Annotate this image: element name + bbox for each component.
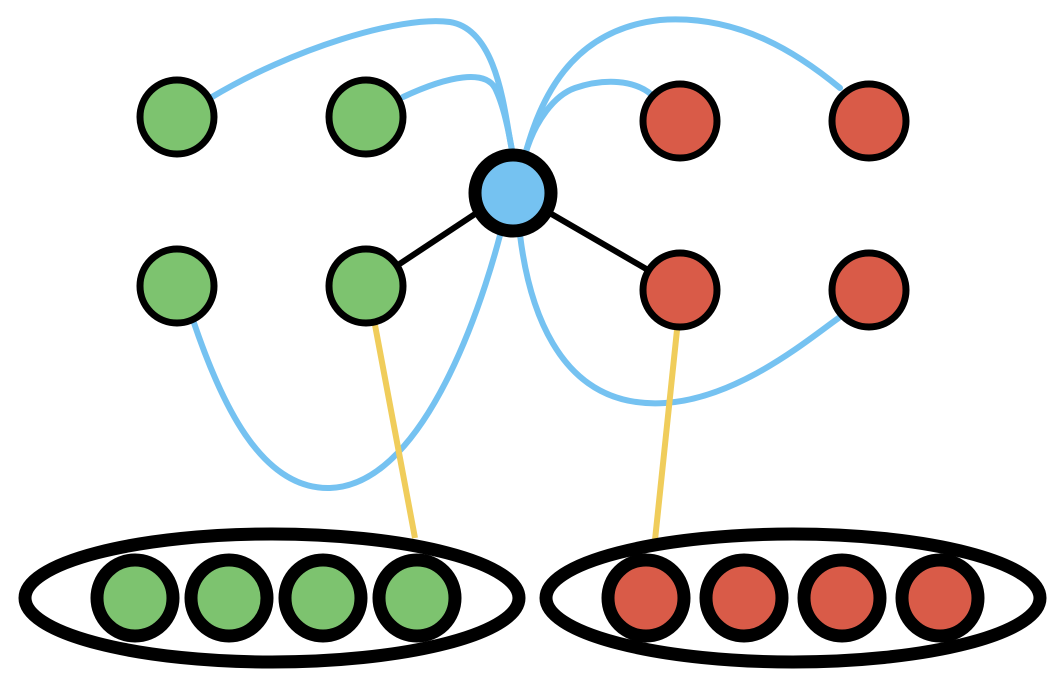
yellow-edge-r3-cluster [652, 329, 680, 541]
red-node-bottom-right [828, 249, 910, 331]
green-node-bottom-left [136, 245, 218, 327]
red-node-bottom-left [639, 249, 721, 331]
black-edge-hub-g4 [396, 209, 480, 268]
red-cluster-node-1 [601, 553, 691, 643]
blue-edge-hub-r4 [515, 212, 843, 407]
green-node-top-left [136, 76, 218, 158]
red-cluster-node-3 [797, 553, 887, 643]
blue-edge-hub-g2 [400, 74, 515, 153]
blue-edge-hub-r1 [522, 78, 655, 158]
red-cluster-node-2 [699, 553, 789, 643]
green-node-top-right [325, 76, 407, 158]
yellow-edge-g4-cluster [372, 324, 418, 539]
green-node-bottom-right [325, 245, 407, 327]
green-cluster-node-3 [278, 553, 368, 643]
black-edge-hub-r3 [546, 209, 650, 273]
red-node-top-left [639, 80, 721, 162]
red-node-top-right [828, 80, 910, 162]
red-cluster-node-4 [895, 553, 985, 643]
yellow-edges [372, 324, 680, 541]
blue-edge-hub-r2 [522, 16, 843, 158]
black-edges [396, 209, 650, 273]
green-cluster-node-4 [372, 553, 462, 643]
green-cluster-node-2 [184, 553, 274, 643]
hub-node [468, 148, 558, 238]
blue-edges [190, 16, 843, 492]
green-cluster-node-1 [90, 553, 180, 643]
blue-edge-hub-g3 [190, 212, 508, 492]
